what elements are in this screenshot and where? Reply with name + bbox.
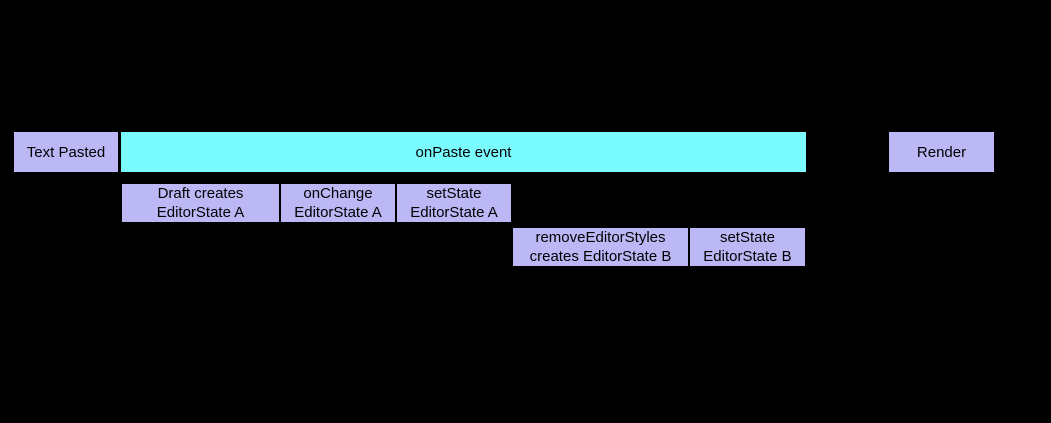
draft-creates-editorstate-a-box: Draft creates EditorState A (121, 183, 280, 223)
text-pasted-box: Text Pasted (13, 131, 119, 173)
setstate-editorstate-a-box: setState EditorState A (396, 183, 512, 223)
render-box: Render (888, 131, 995, 173)
onchange-editorstate-a-box: onChange EditorState A (280, 183, 396, 223)
setstate-editorstate-b-box: setState EditorState B (689, 227, 806, 267)
removeeditorstyles-creates-editorstate-b-box: removeEditorStyles creates EditorState B (512, 227, 689, 267)
onpaste-event-bar: onPaste event (120, 131, 807, 173)
